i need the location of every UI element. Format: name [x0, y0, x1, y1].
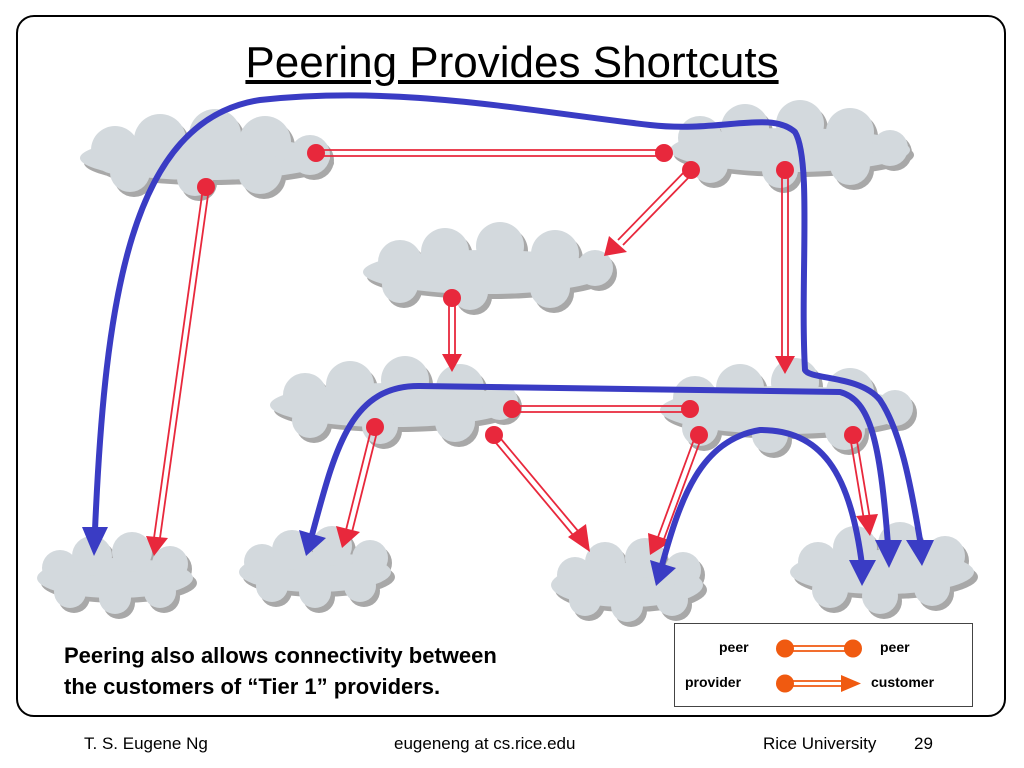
cloud-middle [363, 222, 613, 310]
caption-line-1: Peering also allows connectivity between [64, 643, 497, 668]
blue-arrowhead [82, 527, 108, 556]
endpoint-dot [443, 289, 461, 307]
footer-email: eugeneng at cs.rice.edu [394, 734, 576, 753]
link-lowerright-to-c4 [849, 434, 871, 521]
arrowhead-c3-from-right [648, 533, 672, 555]
path-lower-shortcut [309, 382, 891, 548]
legend-peer-left: peer [719, 639, 749, 655]
footer-author: T. S. Eugene Ng [84, 734, 208, 753]
path-lowerright-local [659, 427, 865, 568]
endpoint-dot [844, 426, 862, 444]
endpoint-dot [307, 144, 325, 162]
endpoint-dot [197, 178, 215, 196]
endpoint-dot [776, 161, 794, 179]
legend-provider-customer-symbol [776, 674, 861, 693]
peer-link-tier1 [316, 149, 664, 157]
link-middle-to-lowerleft [448, 298, 456, 358]
arrowhead-middle [604, 236, 627, 256]
caption: Peering also allows connectivity between… [64, 640, 684, 702]
arrowhead-c3-from-left [568, 524, 590, 552]
cloud-customer-1 [37, 532, 193, 614]
slide-title: Peering Provides Shortcuts [245, 38, 779, 87]
endpoint-dot [681, 400, 699, 418]
blue-arrowhead [875, 540, 902, 568]
endpoint-dot [655, 144, 673, 162]
blue-arrowhead [906, 540, 934, 566]
link-lowerleft-to-c2 [345, 425, 379, 533]
link-tier1right-to-middle [617, 167, 694, 246]
endpoint-dot [485, 426, 503, 444]
cloud-lower-left [270, 356, 518, 444]
link-lowerright-to-c3 [657, 433, 703, 540]
peer-link-lower [512, 405, 690, 413]
legend-peer-symbol [776, 639, 862, 658]
link-tier1left-to-c1 [153, 187, 210, 539]
endpoint-dot [682, 161, 700, 179]
link-tier1right-to-lowerright [781, 170, 789, 360]
arrowhead-c4 [856, 514, 878, 536]
caption-line-2: the customers of “Tier 1” providers. [64, 674, 441, 699]
path-long-shortcut [92, 92, 923, 543]
arrowhead-c2 [336, 526, 360, 548]
legend-symbols [776, 639, 862, 693]
endpoint-dot [366, 418, 384, 436]
cloud-customer-2 [239, 526, 391, 608]
blue-arrowhead [299, 530, 326, 556]
footer-institution: Rice University [763, 734, 877, 753]
endpoint-dot [690, 426, 708, 444]
arrowhead-lowerright [775, 356, 795, 374]
legend-customer: customer [871, 674, 935, 690]
cloud-customer-4 [790, 522, 974, 614]
blue-arrowhead [650, 560, 676, 586]
arrowhead-lowerleft [442, 354, 462, 372]
blue-arrowhead [849, 560, 876, 586]
link-lowerleft-to-c3 [490, 432, 579, 536]
endpoint-dot [503, 400, 521, 418]
arrowhead-c1 [146, 536, 168, 556]
legend: peer peer provider customer [674, 623, 973, 707]
legend-peer-right: peer [880, 639, 910, 655]
slide-frame [16, 15, 1006, 717]
footer-page-number: 29 [914, 734, 933, 753]
legend-provider: provider [685, 674, 742, 690]
cloud-customer-3 [551, 538, 703, 622]
